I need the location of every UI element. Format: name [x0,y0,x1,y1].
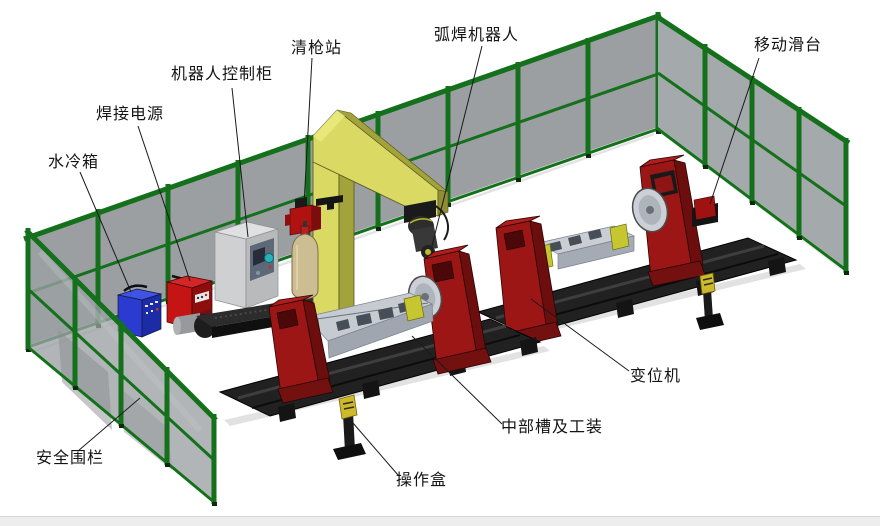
operation-box-pedestal-1 [333,394,366,460]
leader-water-cooler [79,171,132,293]
label-arc-welding-robot: 弧焊机器人 [434,27,520,44]
leader-welding-power [137,125,191,282]
bottom-edge-strip [0,516,880,526]
label-positioner: 变位机 [630,368,682,385]
leader-positioner [530,298,630,372]
label-operation-box: 操作盒 [396,472,448,489]
workpiece-trough-s1 [299,292,434,359]
cabinet-knob-teal [264,253,274,263]
label-torch-cleaning-station: 清枪站 [291,40,343,57]
leader-torch-cleaning-station [303,57,313,206]
cleaner-bracket [316,195,343,206]
leader-middle-trough-tooling [411,335,503,425]
positioner-faceplate-s2 [631,187,669,233]
clamp-yellow [609,223,630,251]
moving-slide-unit [692,195,718,227]
label-safety-fence: 安全围栏 [36,450,105,467]
gantry-column [312,153,340,329]
operation-box-pedestal-2 [696,272,724,330]
workpiece-trough-s2 [533,223,636,271]
robot-control-cabinet [213,221,280,309]
label-moving-slide: 移动滑台 [754,37,823,54]
safety-fence-right-wall [654,13,851,275]
cabinet-screen [253,247,265,266]
cooler-handle [123,284,148,292]
safety-fence-left-wall [24,228,218,506]
leader-moving-slide [709,57,760,205]
label-welding-power: 焊接电源 [96,106,165,123]
robot-mount-plate [404,200,436,223]
leader-robot-control-cabinet [231,87,249,238]
leader-lines [77,45,760,476]
positioner-tower-s2-left [495,215,562,349]
leader-operation-box [352,422,399,476]
positioner-tower-s1-left [268,294,334,404]
leader-safety-fence [77,397,141,452]
clamp-yellow [403,294,425,322]
label-middle-trough-tooling: 中部槽及工装 [501,419,604,436]
label-robot-control-cabinet: 机器人控制柜 [171,66,274,83]
positioner-tower-s2-right [631,154,718,287]
operation-box-1 [338,394,358,420]
label-water-cooler: 水冷箱 [48,154,100,171]
leader-arc-welding-robot [431,45,483,247]
